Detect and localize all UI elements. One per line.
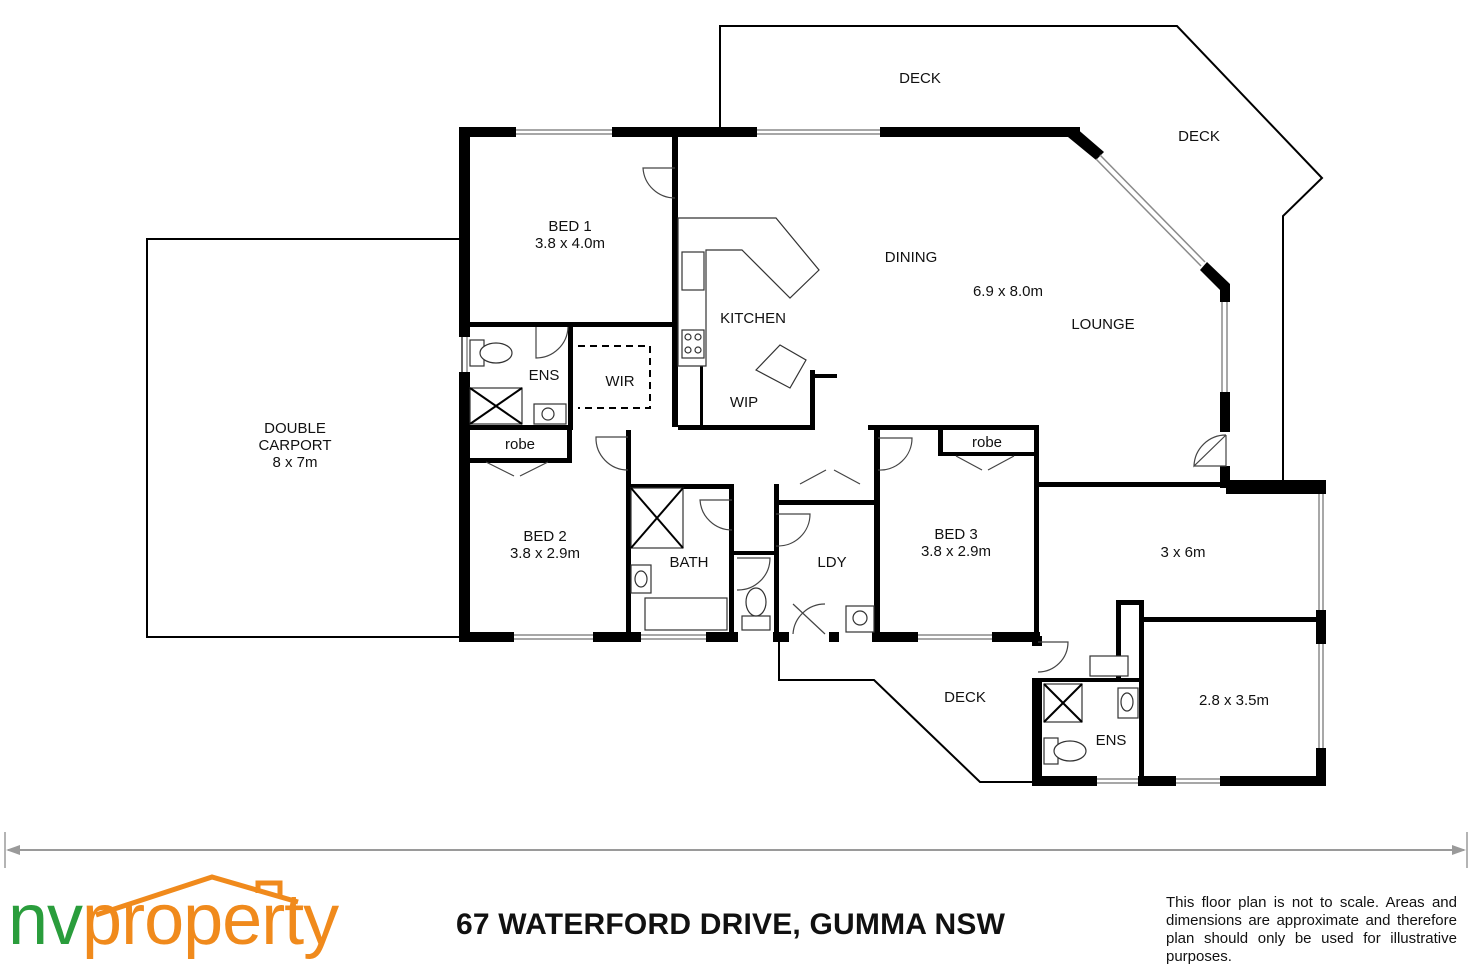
label-room-28x35: 2.8 x 3.5m [1199, 692, 1269, 709]
label-kitchen: KITCHEN [720, 310, 786, 327]
fixtures [469, 339, 1139, 765]
deck-top-outline [719, 25, 1324, 480]
deck-bottom-outline [778, 637, 1036, 783]
kitchen-bench [677, 217, 820, 389]
label-deck-top: DECK [899, 70, 941, 87]
label-deck-bottom: DECK [944, 689, 986, 706]
room-labels: DECK DECK BED 1 3.8 x 4.0m DINING 6.9 x … [258, 70, 1269, 749]
label-lounge: LOUNGE [1071, 316, 1134, 333]
scale-line [4, 832, 1468, 868]
nvproperty-logo: nvproperty [8, 880, 339, 960]
house-roof-icon [95, 874, 299, 918]
label-carport-line2: CARPORT [258, 437, 331, 454]
label-room-3x6: 3 x 6m [1160, 544, 1205, 561]
label-dining: DINING [885, 249, 938, 266]
label-ens-main: ENS [529, 367, 560, 384]
wir-dashed-outline [578, 345, 651, 409]
logo-part-nv: nv [8, 880, 83, 960]
label-bath: BATH [670, 554, 709, 571]
label-living-size: 6.9 x 8.0m [973, 283, 1043, 300]
windows [461, 129, 1324, 784]
exterior-walls [459, 127, 1326, 786]
label-deck-right: DECK [1178, 128, 1220, 145]
label-bed2-size: 3.8 x 2.9m [510, 545, 580, 562]
label-bed2-name: BED 2 [523, 528, 566, 545]
label-carport-line3: 8 x 7m [272, 454, 317, 471]
label-ens-lower: ENS [1096, 732, 1127, 749]
label-wir: WIR [605, 373, 634, 390]
label-carport-line1: DOUBLE [264, 420, 326, 437]
logo-part-property: property [82, 880, 339, 960]
label-ldy: LDY [817, 554, 846, 571]
label-robe-right: robe [972, 434, 1002, 451]
label-robe-left: robe [505, 436, 535, 453]
disclaimer-text: This floor plan is not to scale. Areas a… [1166, 894, 1457, 965]
interior-walls [470, 137, 1319, 778]
label-bed3-name: BED 3 [934, 526, 977, 543]
label-bed3-size: 3.8 x 2.9m [921, 543, 991, 560]
doors [485, 167, 1227, 673]
label-bed1-name: BED 1 [548, 218, 591, 235]
property-address: 67 WATERFORD DRIVE, GUMMA NSW [456, 908, 1006, 941]
label-wip: WIP [730, 394, 758, 411]
label-bed1-size: 3.8 x 4.0m [535, 235, 605, 252]
